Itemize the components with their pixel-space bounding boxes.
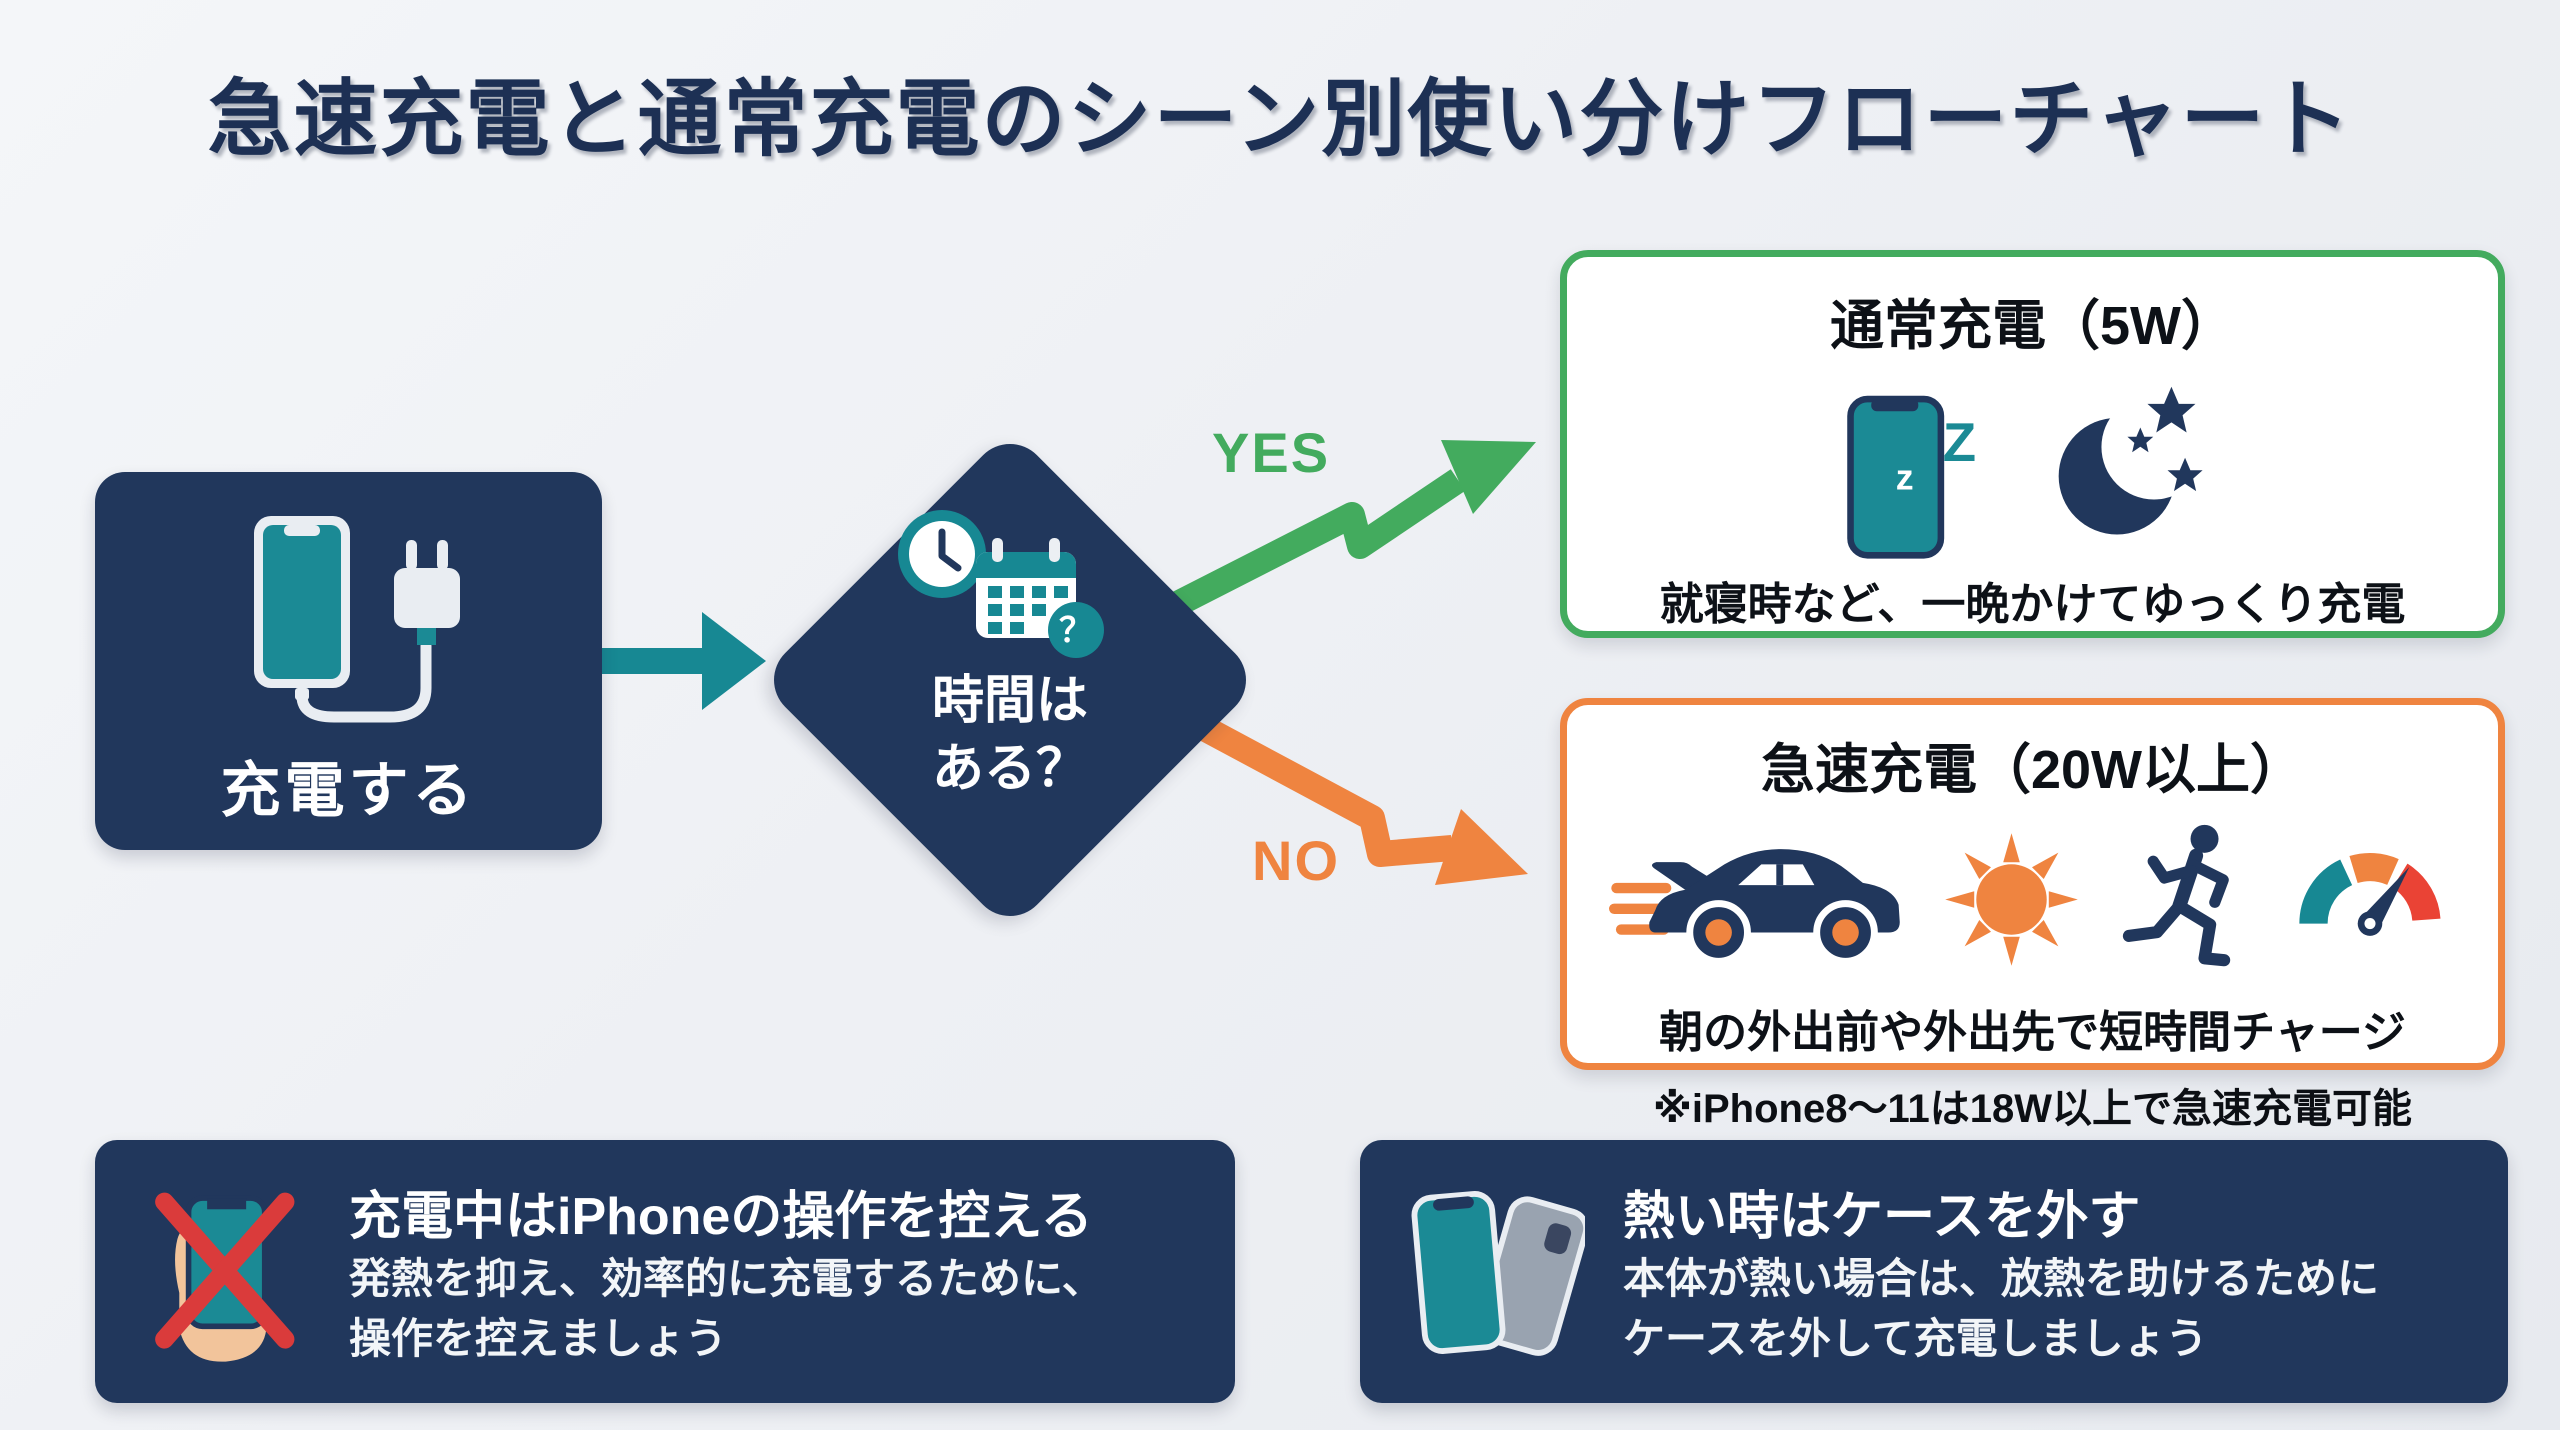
speedometer-icon: [2299, 852, 2441, 936]
decision-line-1: 時間は: [931, 672, 1088, 730]
moon-stars-icon: [2058, 386, 2207, 534]
fast-charge-card: 急速充電（20W以上）: [1560, 698, 2505, 1070]
phone-charger-icon: [253, 516, 460, 723]
clock-calendar-question-icon: ？: [898, 510, 1104, 658]
decision-line-2: ある？: [931, 739, 1088, 798]
yes-branch-label: YES: [1212, 421, 1331, 484]
normal-charge-caption: 就寝時など、一晩かけてゆっくり充電: [1659, 580, 2406, 629]
tip-case-off-text: 熱い時はケースを外す 本体が熱い場合は、放熱を助けるために ケースを外して充電し…: [1623, 1174, 2379, 1368]
normal-charge-card: 通常充電（5W） z Z 就寝時など、一晩かけてゆっくり充電: [1560, 250, 2505, 638]
normal-charge-icons: z Z: [1843, 364, 2222, 564]
sleeping-phone-icon: z Z: [1847, 395, 1976, 559]
decision-node-content: ？ 時間は ある？: [810, 498, 1210, 878]
no-branch-label: NO: [1252, 829, 1340, 892]
decision-node-label: 時間は ある？: [932, 668, 1088, 803]
speeding-car-icon: [1609, 849, 1900, 965]
question-badge-glyph: ？: [1059, 612, 1093, 650]
tip-no-use-line-2: 操作を控えましょう: [349, 1315, 728, 1362]
tip-card-case-off: 熱い時はケースを外す 本体が熱い場合は、放熱を助けるために ケースを外して充電し…: [1360, 1140, 2508, 1403]
start-node-label: 充電する: [220, 757, 477, 824]
tip-no-use-title: 充電中はiPhoneの操作を控える: [349, 1188, 1093, 1247]
no-arrow-icon: [1171, 702, 1528, 885]
fast-charge-note: ※iPhone8〜11は18W以上で急速充電可能: [1652, 1087, 2412, 1131]
fast-charge-title: 急速充電（20W以上）: [1760, 740, 2305, 800]
sun-icon: [1945, 832, 2078, 966]
tip-case-off-title: 熱い時はケースを外す: [1623, 1188, 2141, 1247]
tip-card-no-use: 充電中はiPhoneの操作を控える 発熱を抑え、効率的に充電するために、 操作を…: [95, 1140, 1235, 1403]
yes-arrow-icon: [1144, 440, 1536, 630]
no-phone-use-icon: [155, 1192, 295, 1362]
page-title: 急速充電と通常充電のシーン別使い分けフローチャート: [207, 72, 2353, 166]
tip-case-off-line-1: 本体が熱い場合は、放熱を助けるために: [1623, 1255, 2380, 1303]
normal-charge-title: 通常充電（5W）: [1830, 296, 2235, 356]
fast-charge-caption: 朝の外出前や外出先で短時間チャージ: [1659, 1008, 2406, 1057]
running-person-icon: [2122, 824, 2231, 966]
tip-no-use-text: 充電中はiPhoneの操作を控える 発熱を抑え、効率的に充電するために、 操作を…: [349, 1174, 1104, 1368]
fast-charge-icons: [1609, 806, 2456, 992]
phone-case-off-icon: [1411, 1190, 1585, 1356]
tip-no-use-line-1: 発熱を抑え、効率的に充電するために、: [349, 1255, 1104, 1303]
tip-case-off-line-2: ケースを外して充電しましょう: [1623, 1315, 2208, 1362]
flow-arrow-icon: [598, 612, 766, 710]
sleep-z-small: z: [1896, 457, 1914, 497]
sleep-z-big: Z: [1943, 412, 1976, 473]
start-node: 充電する: [95, 472, 602, 850]
